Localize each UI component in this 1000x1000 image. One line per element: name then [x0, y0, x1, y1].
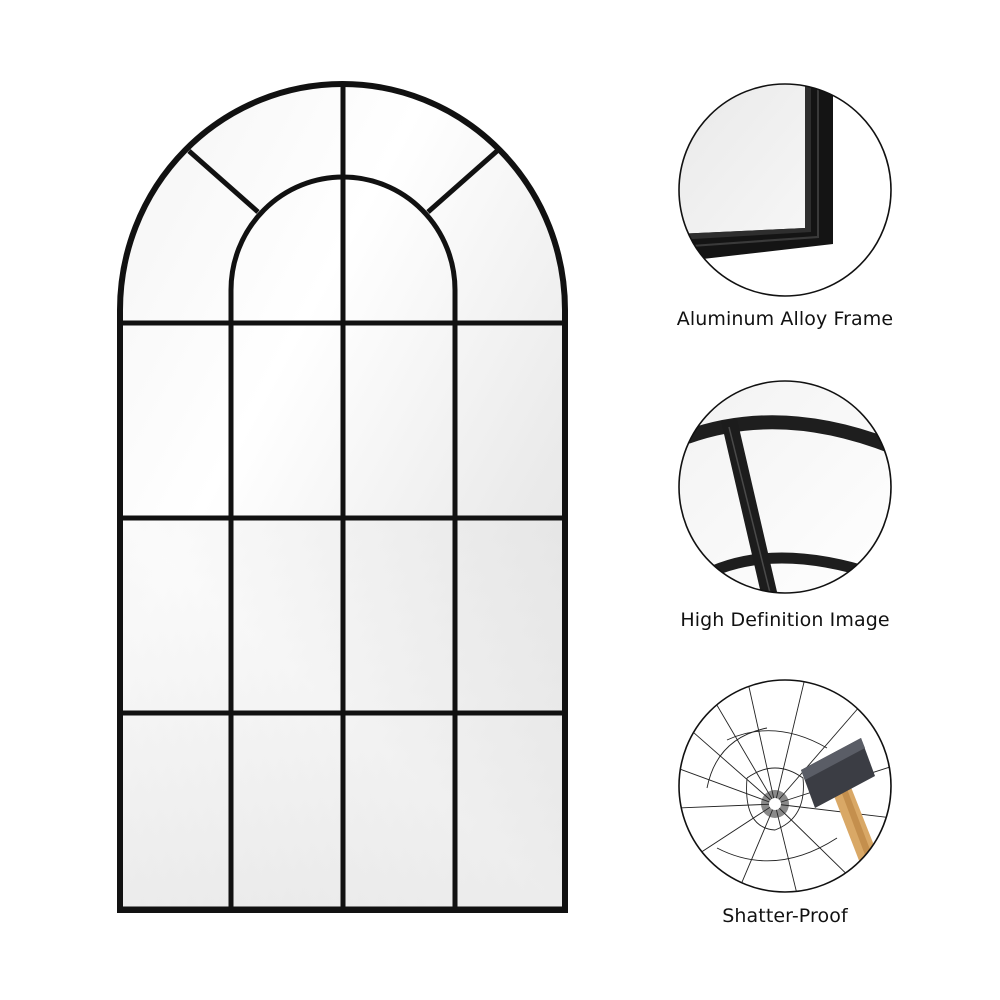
frame-corner-closeup-icon — [678, 83, 892, 297]
mirror-frame — [117, 81, 568, 913]
feature-label: Aluminum Alloy Frame — [676, 308, 894, 330]
hammer-cracked-glass-icon — [678, 679, 892, 893]
feature-label: Shatter-Proof — [722, 905, 848, 927]
arched-mullion-closeup-icon — [678, 380, 892, 594]
feature-label: High Definition Image — [680, 609, 890, 631]
